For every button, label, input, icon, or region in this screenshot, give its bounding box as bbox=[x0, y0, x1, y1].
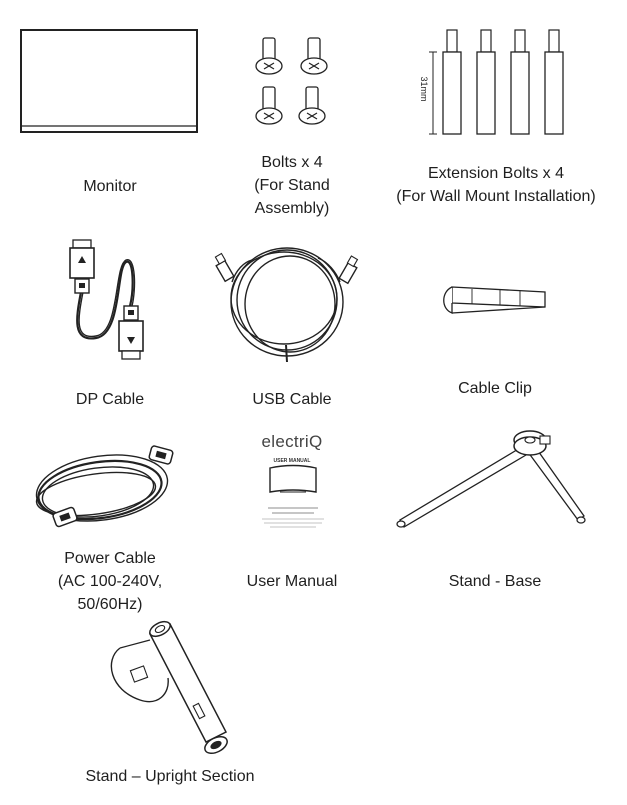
bolt-bottom-right bbox=[298, 86, 326, 125]
bolt-top-left bbox=[255, 37, 283, 75]
bolt-top-right bbox=[300, 37, 328, 75]
dp-cable-label: DP Cable bbox=[75, 391, 145, 408]
stand-base-label: Stand - Base bbox=[448, 573, 542, 590]
user-manual-brand: electriQ bbox=[261, 432, 323, 451]
cable-clip-label: Cable Clip bbox=[458, 380, 532, 397]
usb-cable-label: USB Cable bbox=[252, 391, 332, 408]
bolt-bottom-left bbox=[255, 86, 283, 125]
power-cable-label-line1: Power Cable bbox=[64, 550, 156, 567]
user-manual-heading: USER MANUAL bbox=[273, 458, 311, 464]
stand-upright-label: Stand – Upright Section bbox=[85, 768, 255, 785]
extension-bolts-label-line2: (For Wall Mount Installation) bbox=[396, 188, 596, 205]
monitor-label: Monitor bbox=[83, 178, 137, 195]
bolts-label-line3: Assembly) bbox=[254, 200, 330, 217]
extension-bolts-label-line1: Extension Bolts x 4 bbox=[427, 165, 565, 182]
bolts-label-line2: (For Stand bbox=[254, 177, 330, 194]
power-cable-label-line3: 50/60Hz) bbox=[77, 596, 143, 613]
bolts-label-line1: Bolts x 4 bbox=[261, 154, 323, 171]
power-cable-label-line2: (AC 100-240V, bbox=[57, 573, 163, 590]
user-manual-label: User Manual bbox=[246, 573, 338, 590]
